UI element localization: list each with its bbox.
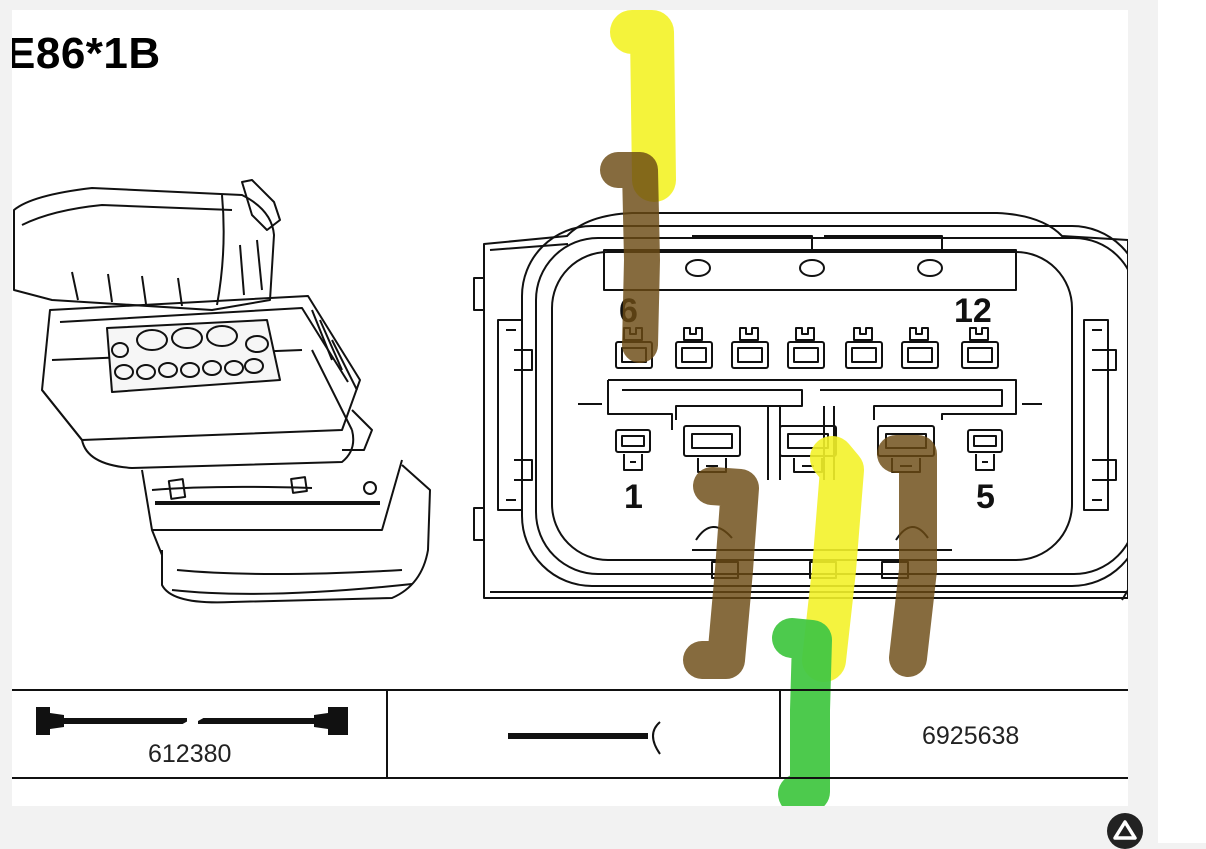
yellow-wire-mark-pin3 bbox=[802, 436, 864, 682]
pin-label-1: 1 bbox=[624, 478, 643, 516]
connector-isometric-drawing bbox=[13, 179, 431, 604]
terminal-row-bottom bbox=[615, 425, 1003, 473]
terminal-part-number: 6925638 bbox=[922, 722, 1019, 750]
connector-diagram: 6 12 1 5 bbox=[12, 10, 1128, 806]
brown-wire-mark-pin6 bbox=[600, 152, 660, 363]
cable-symbol bbox=[36, 707, 348, 735]
wire-table bbox=[12, 689, 1128, 779]
brown-wire-mark-pin2 bbox=[683, 467, 759, 679]
connector-title: E86*1B bbox=[12, 29, 161, 78]
green-wire-mark bbox=[772, 618, 832, 806]
cable-part-number: 612380 bbox=[148, 740, 231, 768]
wire-color-annotations bbox=[600, 10, 937, 806]
yellow-wire-mark-top bbox=[610, 10, 676, 202]
connector-face-drawing bbox=[473, 212, 1128, 601]
terminal-symbol bbox=[508, 721, 661, 755]
page-margin bbox=[1158, 0, 1206, 843]
terminal-row-top bbox=[615, 327, 999, 369]
diagram-drawing: 6 12 1 5 bbox=[12, 10, 1128, 806]
scroll-up-button[interactable] bbox=[1107, 813, 1143, 849]
chevron-up-icon bbox=[1113, 820, 1137, 840]
pin-label-5: 5 bbox=[976, 478, 995, 516]
pin-label-12: 12 bbox=[954, 292, 992, 330]
brown-wire-mark-pin4 bbox=[877, 435, 937, 677]
